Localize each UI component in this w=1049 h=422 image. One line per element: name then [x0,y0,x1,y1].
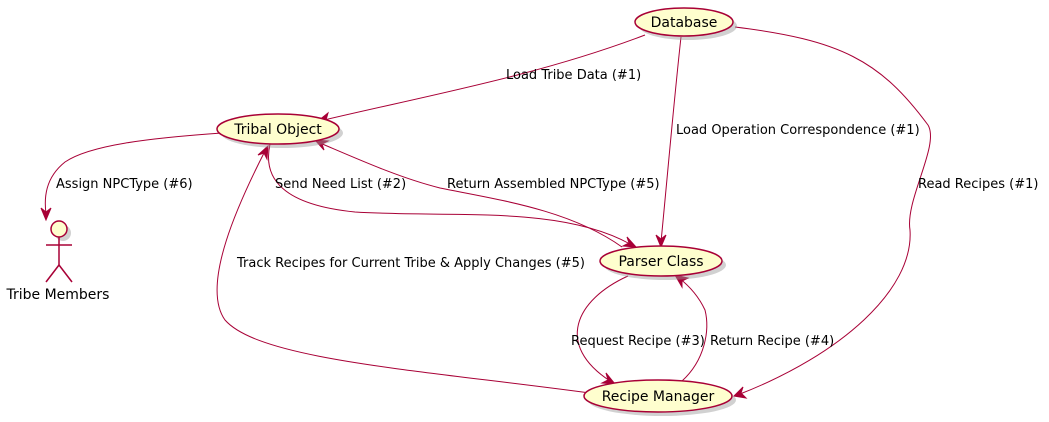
edge-track-recipes [216,144,591,394]
arrowhead-icon [732,386,748,399]
edge-label-assign-npctype: Assign NPCType (#6) [56,177,193,192]
edge-load-operation-correspondence [655,36,682,249]
arrowhead-icon [313,139,330,151]
usecase-recipe-manager[interactable]: Recipe Manager [583,379,736,416]
edge-label-request-recipe: Request Recipe (#3) [571,334,705,349]
usecase-database[interactable]: Database [634,7,737,40]
usecase-tribal-object[interactable]: Tribal Object [216,113,343,148]
actor-tribe-members[interactable]: Tribe Members [6,220,110,303]
edge-assign-npctype [40,132,223,222]
usecase-parser-class[interactable]: Parser Class [599,245,726,280]
edge-label-return-assembled-npctype: Return Assembled NPCType (#5) [447,177,660,192]
actor-label-tribe-members: Tribe Members [6,287,110,303]
node-ellipse [216,113,340,145]
edge-label-track-recipes: Track Recipes for Current Tribe & Apply … [236,256,585,271]
edge-label-read-recipes: Read Recipes (#1) [918,177,1038,192]
edge-request-recipe [576,275,629,385]
edge-label-load-operation-correspondence: Load Operation Correspondence (#1) [676,123,920,138]
edge-label-return-recipe: Return Recipe (#4) [710,334,834,349]
arrowhead-icon [655,234,667,249]
node-ellipse [634,7,734,37]
node-label-parser-class: Parser Class [618,254,703,270]
edge-send-need-list [268,143,638,248]
edge-label-load-tribe-data: Load Tribe Data (#1) [506,68,641,83]
edge-label-send-need-list: Send Need List (#2) [275,177,406,192]
edge-return-recipe [673,274,708,382]
arrowhead-icon [600,372,617,385]
edge-return-assembled-npctype [313,139,623,248]
arrowhead-icon [621,236,638,248]
arrowhead-icon [40,207,52,222]
node-ellipse [599,245,723,277]
node-label-database: Database [651,15,718,31]
arrowhead-icon [673,274,690,289]
arrowhead-icon [257,144,269,161]
node-label-tribal-object: Tribal Object [233,122,322,138]
node-ellipse [583,379,733,413]
node-label-recipe-manager: Recipe Manager [602,389,715,405]
actor-icon [45,220,73,283]
edge-read-recipes [732,26,931,399]
